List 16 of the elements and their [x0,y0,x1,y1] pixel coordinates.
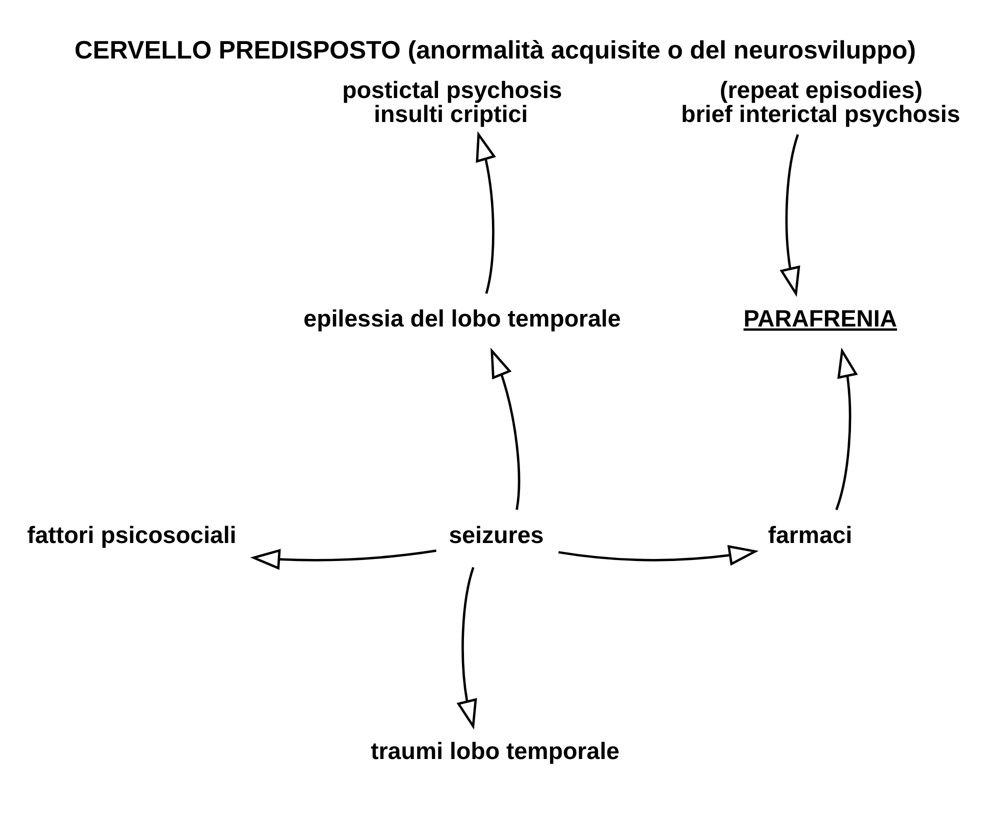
arrow [456,566,478,730]
arrow [835,347,858,510]
node-text: traumi lobo temporale [370,738,620,765]
node-text: fattori psicosociali [27,522,236,548]
node-text: (repeat episodies) brief interictal psychosis [681,78,960,128]
node-text: PARAFRENIA [744,306,898,332]
arrow [780,134,800,297]
node-text: postictal psychosis insulti criptici [342,78,562,128]
node-text: seizures [448,522,544,548]
arrow [490,347,520,510]
node-text: farmaci [768,522,852,548]
arrow [250,548,436,570]
arrow [558,544,759,566]
node-text: epilessia del lobo temporale [304,306,621,332]
diagram-title: CERVELLO PREDISPOSTO (anormalità acquisite o del neurosviluppo) [74,36,916,64]
arrow [476,130,496,294]
